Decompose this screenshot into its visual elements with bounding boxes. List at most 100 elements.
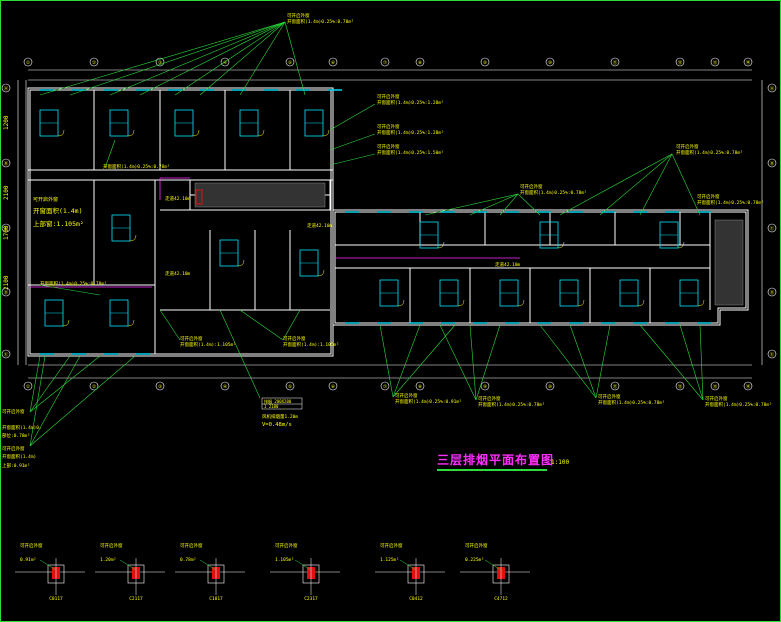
door-swing <box>637 299 645 307</box>
leader-line <box>39 21 286 96</box>
bottom-axis-label: ⑭ <box>746 383 751 390</box>
leader-line <box>109 21 286 96</box>
left-dim-1: 1200 <box>3 115 10 130</box>
bottom-axis-label: ⑥ <box>331 384 336 390</box>
top-axis-label: ⑭ <box>746 59 751 66</box>
leader-line <box>29 355 46 447</box>
bottom-axis-circle <box>675 381 685 391</box>
detail-id: C2317 <box>304 596 318 602</box>
detail-note: 可开启外窗 <box>180 542 203 549</box>
annotation-labels: 可开启外窗 开窗面积(1.4m)0.25%:0.78m² 可开启外窗 开窗面积(… <box>40 12 772 408</box>
door-swing <box>397 299 405 307</box>
leader-line <box>469 193 519 216</box>
bottom-axis-label: ⑩ <box>548 384 553 390</box>
top-axis-circle <box>480 57 490 67</box>
left-axis-circle <box>1 83 11 93</box>
bottom-axis-label: ④ <box>223 384 228 390</box>
top-axis-label: ③ <box>158 60 163 66</box>
door-swing <box>57 129 65 137</box>
leader-line <box>329 103 376 131</box>
right-axis-label: Ⓑ <box>770 160 775 167</box>
right-axis-label: Ⓐ <box>770 85 775 92</box>
leader-line <box>159 309 181 341</box>
leader-line <box>29 355 41 413</box>
far-east-note-head: 可开启外窗 <box>697 193 720 200</box>
top-dimension-lines <box>17 69 763 379</box>
left-dimension-text: 1200 2100 1700 2100 <box>3 115 10 290</box>
leader-line <box>392 324 456 398</box>
leader-line <box>424 193 519 216</box>
bottom-axis-label: ③ <box>158 384 163 390</box>
left-note-7: 可开启外窗 <box>2 445 25 452</box>
bottom-axis-circle <box>220 381 230 391</box>
detail-area: 1.20m² <box>100 557 116 563</box>
leader-line <box>439 324 477 401</box>
top-axis-label: ⑩ <box>548 60 553 66</box>
leader-line <box>219 309 261 399</box>
leader-line <box>29 355 101 413</box>
top-axis-circle <box>328 57 338 67</box>
south-note-4-area: 开窗面积(1.4m)0.25%:0.78m² <box>705 401 772 408</box>
right-axis-label: Ⓒ <box>770 225 775 232</box>
bottom-axis-circle <box>155 381 165 391</box>
detail-id: C4712 <box>494 596 508 602</box>
leader-line <box>29 355 81 447</box>
top-axis-circle <box>23 57 33 67</box>
leader-line <box>239 21 286 96</box>
right-axis-label: Ⓓ <box>770 289 775 296</box>
top-axis-circle <box>710 57 720 67</box>
detail-leader <box>399 559 417 571</box>
right-axis-circle <box>767 158 777 168</box>
top-axis-circle <box>415 57 425 67</box>
left-side-notes: 可开启外窗 开窗面积(1.4m) 上部窗:1.105m² 可开启外窗 开窗面积(… <box>2 196 84 469</box>
bottom-axis-label: ⑬ <box>713 383 718 390</box>
sw-note-2-area: 开窗面积(1.4m):1.105m² <box>283 341 339 348</box>
drawing-scale: 1:100 <box>551 459 570 466</box>
smoke-fan-marker <box>195 189 203 205</box>
door-swing <box>317 269 325 277</box>
detail-note: 可开启外窗 <box>275 542 298 549</box>
bottom-axis-label: ⑨ <box>483 384 488 390</box>
bottom-axis-label: ② <box>92 384 97 390</box>
east-note-1-head: 可开启外窗 <box>377 93 400 100</box>
leader-line <box>595 324 611 399</box>
south-note-4-head: 可开启外窗 <box>705 395 728 402</box>
leader-line <box>329 133 376 151</box>
center-fan-box: 排烟 200X200 1 2100 风机排烟量1.20m V=0.48m/s <box>261 397 303 428</box>
left-note-4: 可开启外窗 <box>2 408 25 415</box>
leader-line <box>639 324 704 401</box>
far-east-note-area: 开窗面积(1.4m)0.25%:0.78m² <box>697 199 764 206</box>
door-swing <box>127 129 135 137</box>
window-detail-sections: 可开启外窗0.91m²C0117可开启外窗1.20m²C2117可开启外窗0.7… <box>15 542 530 602</box>
top-axis-circle <box>743 57 753 67</box>
drawing-title-underline <box>437 451 547 471</box>
corridor-1: 走道42.10m <box>307 222 333 229</box>
bottom-axis-label: ⑧ <box>418 384 423 390</box>
building-walls <box>27 87 749 357</box>
corridor-2: 走道42.10m <box>165 195 191 202</box>
leader-line <box>284 21 306 96</box>
ne-note-head: 可开启外窗 <box>676 143 699 150</box>
corridor-4: 走道42.10m <box>495 261 521 268</box>
left-dim-2: 2100 <box>3 185 10 200</box>
detail-id: C2117 <box>129 596 143 602</box>
right-axis-circle <box>767 349 777 359</box>
top-axis-label: ⑥ <box>331 60 336 66</box>
left-axis-circle <box>1 223 11 233</box>
detail-leader <box>294 559 312 571</box>
west-room-note: 开窗面积(1.4m)0.25%:0.78m² <box>40 280 107 287</box>
room-fixtures <box>39 89 711 355</box>
top-axis-label: ⑫ <box>678 59 683 66</box>
top-axis-circle <box>610 57 620 67</box>
sw-note-2-head: 可开启外窗 <box>283 335 306 342</box>
left-axis-circle <box>1 287 11 297</box>
leader-line <box>379 324 394 398</box>
top-axis-circle <box>155 57 165 67</box>
right-axis-circle <box>767 83 777 93</box>
mid-east-note-head: 可开启外窗 <box>520 183 543 190</box>
center-box-line-1: 排烟 200X200 <box>264 398 292 404</box>
